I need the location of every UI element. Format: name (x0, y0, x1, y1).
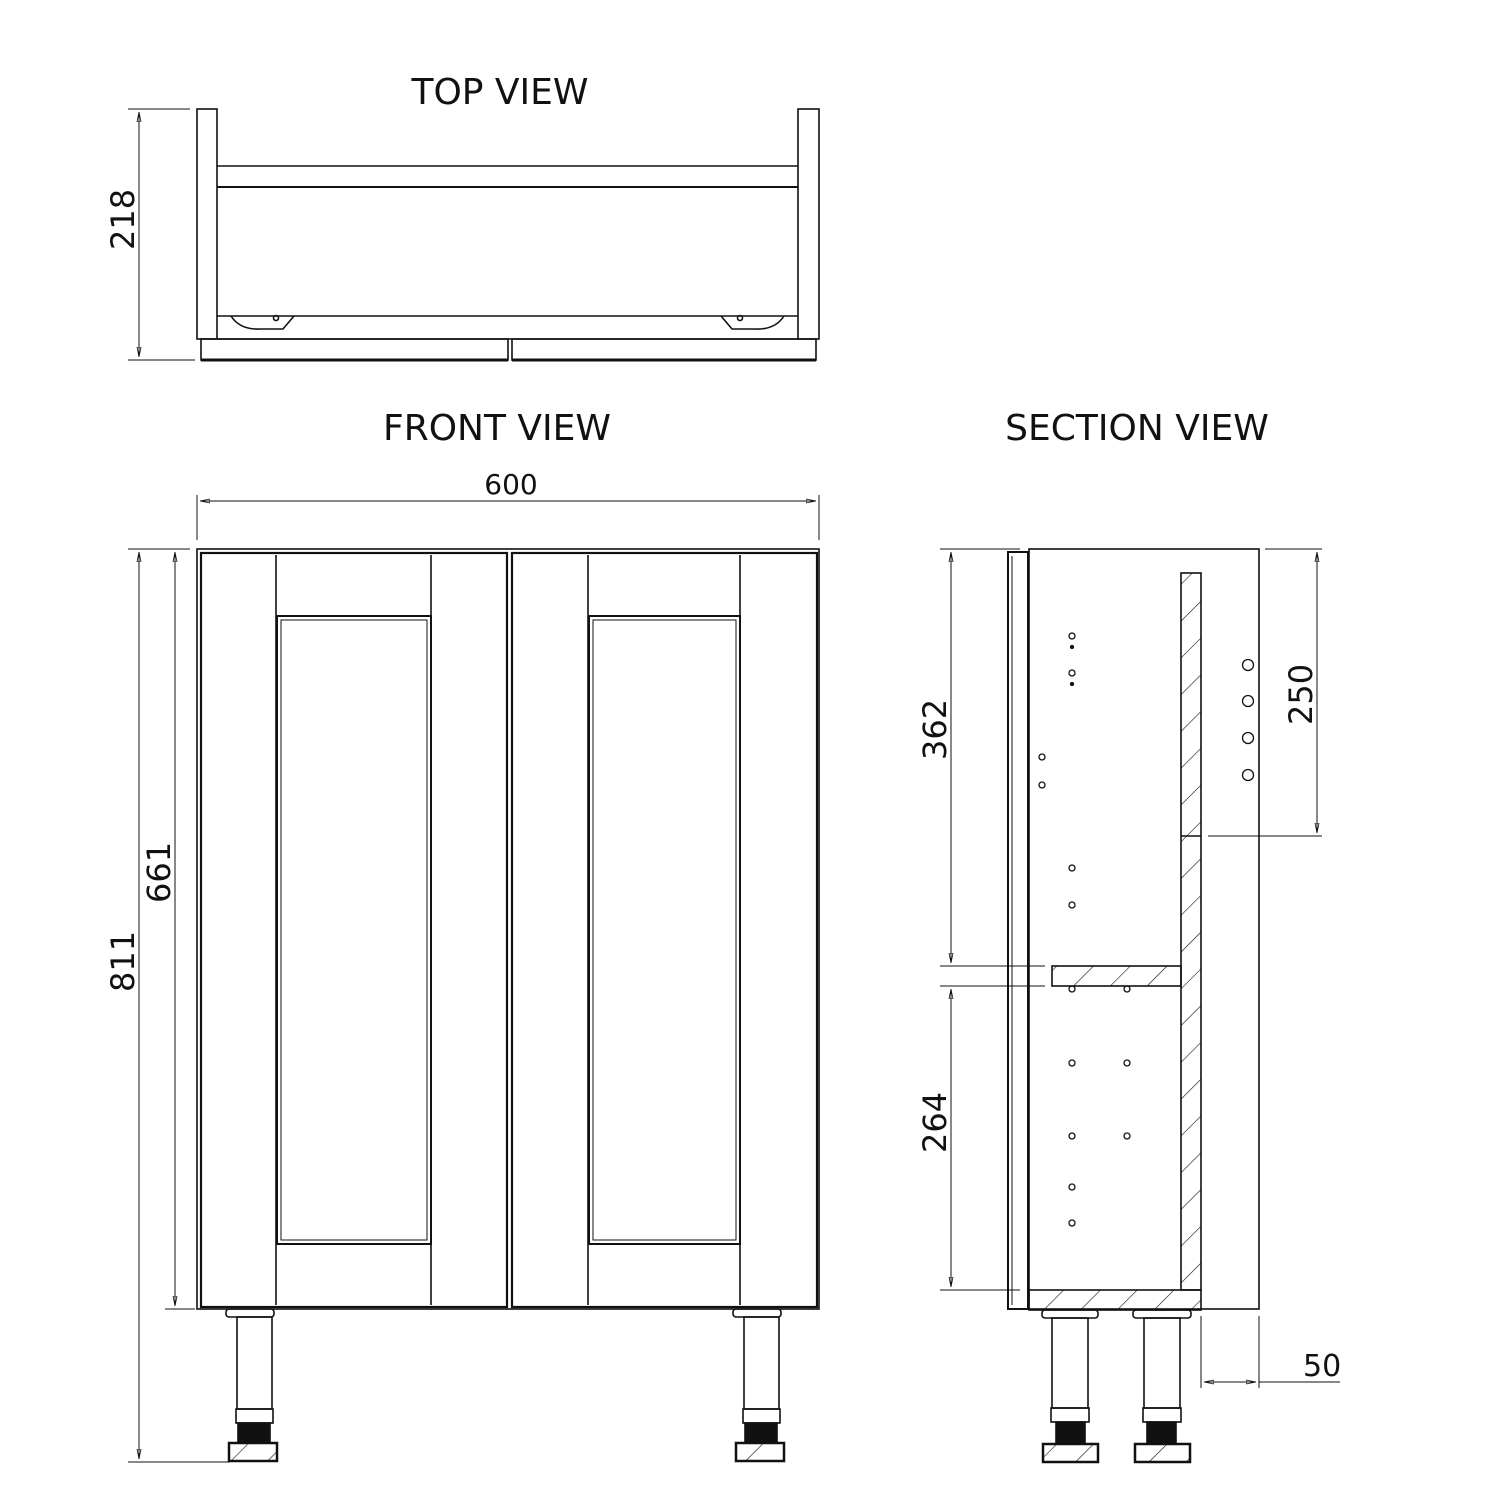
system-holes (1038, 632, 1255, 1227)
front-leg-right (732, 1308, 786, 1463)
section-back-void-dimension: 50 (1303, 1349, 1341, 1384)
top-view: TOP VIEW 218 (104, 72, 820, 362)
top-depth-dimension: 218 (104, 189, 142, 250)
section-back-panel-dimension: 250 (1282, 664, 1320, 725)
section-leg-back (1132, 1309, 1192, 1464)
front-width-dimension: 600 (484, 468, 537, 501)
front-leg-left (225, 1308, 279, 1463)
front-total-height-dimension: 811 (104, 931, 142, 992)
section-lower-space-dimension: 264 (916, 1092, 954, 1153)
front-view: FRONT VIEW 600 (104, 408, 820, 1463)
front-view-title: FRONT VIEW (383, 408, 611, 449)
section-upper-space-dimension: 362 (916, 699, 954, 760)
top-view-title: TOP VIEW (410, 72, 588, 113)
front-carcass-height-dimension: 661 (140, 842, 178, 903)
section-leg-front (1041, 1309, 1100, 1464)
section-view: SECTION VIEW (916, 408, 1341, 1464)
section-view-title: SECTION VIEW (1005, 408, 1269, 449)
